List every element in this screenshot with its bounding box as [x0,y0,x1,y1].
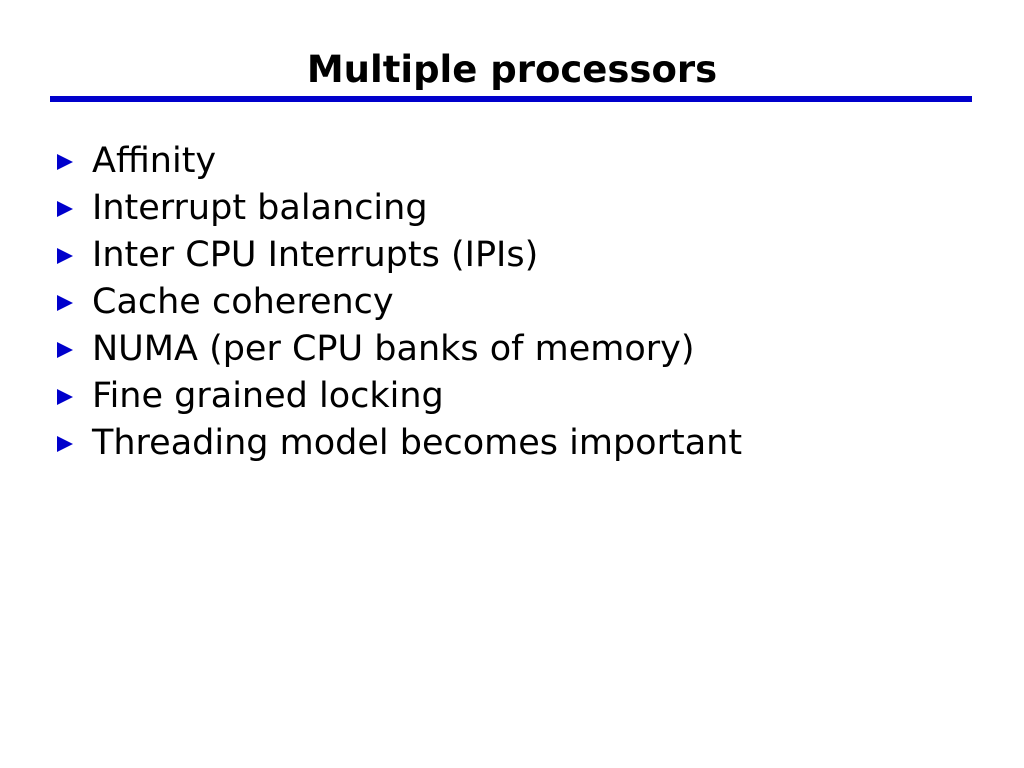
list-item-label: Fine grained locking [92,376,444,416]
list-item-label: Interrupt balancing [92,188,428,228]
bullet-list: Affinity Interrupt balancing Inter CPU I… [55,139,995,468]
triangle-right-bullet-icon [55,186,92,219]
list-item: Fine grained locking [55,374,995,421]
list-item: Affinity [55,139,995,186]
triangle-right-bullet-icon [55,374,92,407]
slide-title: Multiple processors [306,48,718,91]
triangle-right-bullet-icon [55,327,92,360]
list-item-label: Cache coherency [92,282,394,322]
list-item-label: Inter CPU Interrupts (IPIs) [92,235,539,275]
list-item-label: Affinity [92,141,217,181]
triangle-right-bullet-icon [55,421,92,454]
list-item: NUMA (per CPU banks of memory) [55,327,995,374]
list-item: Threading model becomes important [55,421,995,468]
list-item: Interrupt balancing [55,186,995,233]
triangle-right-bullet-icon [55,233,92,266]
title-underline-rule [50,96,972,102]
list-item-label: Threading model becomes important [92,423,743,463]
list-item: Cache coherency [55,280,995,327]
list-item: Inter CPU Interrupts (IPIs) [55,233,995,280]
list-item-label: NUMA (per CPU banks of memory) [92,329,695,369]
triangle-right-bullet-icon [55,280,92,313]
triangle-right-bullet-icon [55,139,92,172]
